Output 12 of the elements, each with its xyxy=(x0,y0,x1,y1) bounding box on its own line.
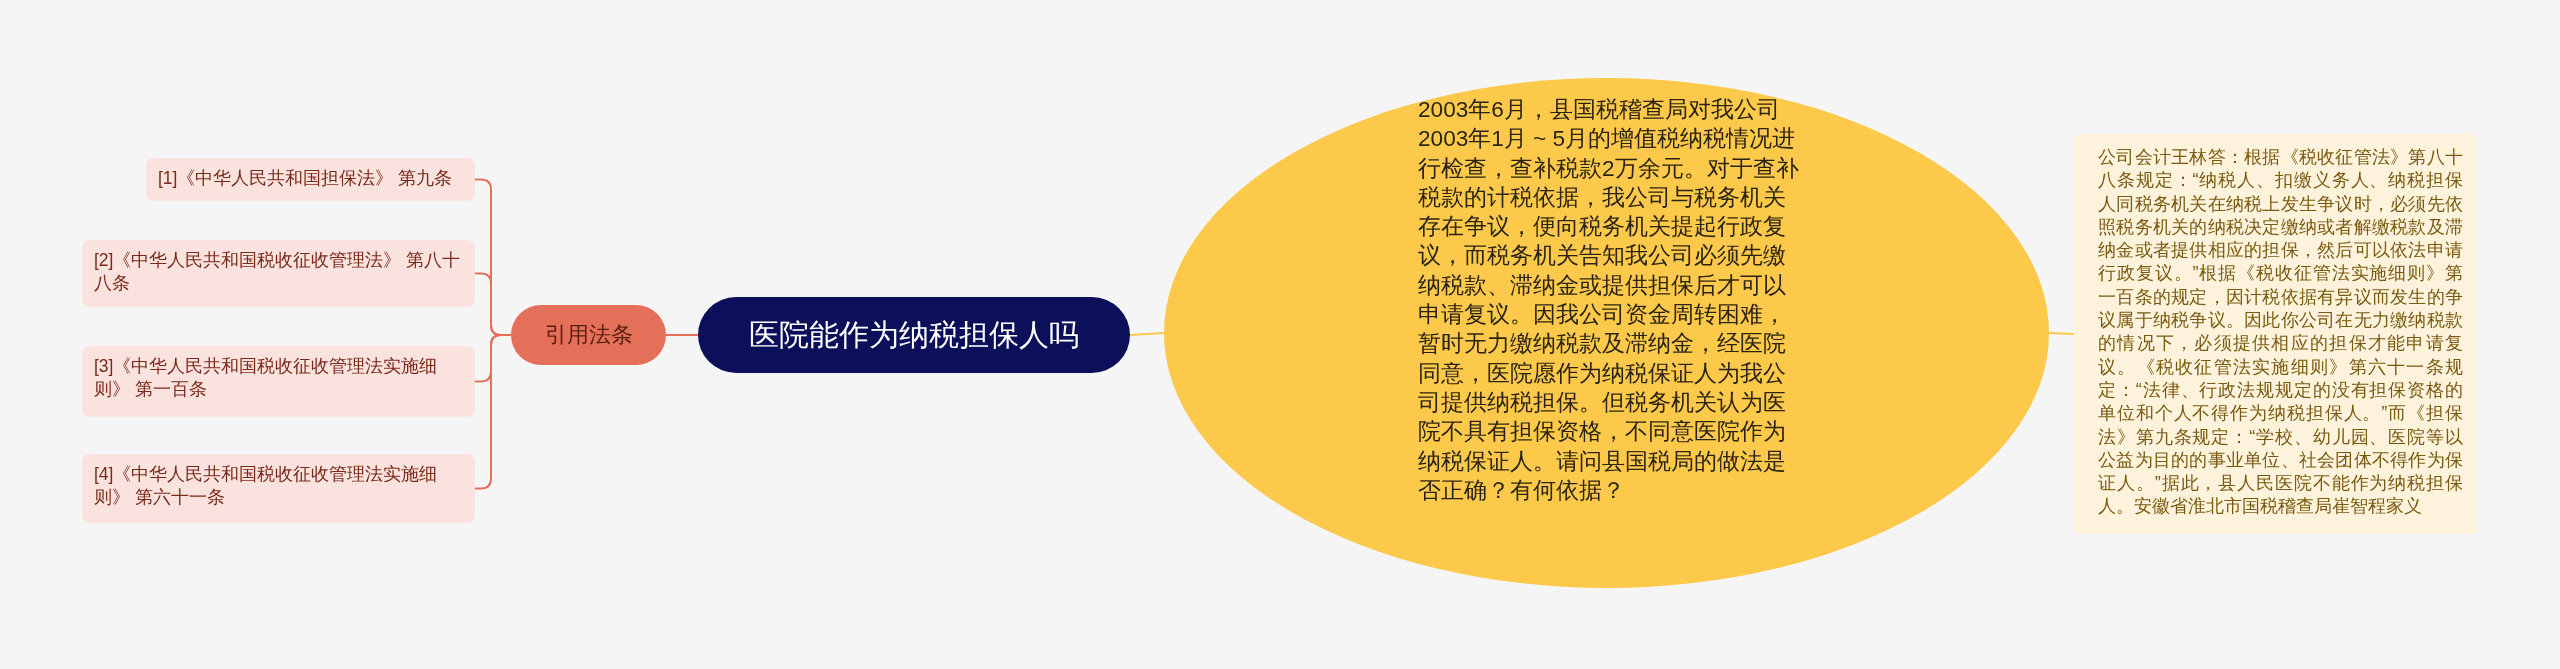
question-text: 2003年6月，县国税稽查局对我公司2003年1月 ~ 5月的增值税纳税情况进行检查，查补税款2万余元。对于查补税款的计税依据，我公司与税务机关存在争议，便向税务机关提起行政复议，而税务机关告知我公司必须先缴纳税款、滞纳金或提供担保后才可以申请复议。因我公司资金周转困难，暂时无力缴纳税款及滞纳金，经医院同意，医院愿作为纳税保证人为我公司提供纳税担保。但税务机关认为医院不具有担保资格，不同意医院作为纳税保证人。请问县国税局的做法是否正确？有何依据？ xyxy=(1418,96,1800,505)
connector-line xyxy=(665,334,699,336)
topic-ellipse xyxy=(1164,78,2049,588)
note-box: 公司会计王林答：根据《税收征管法》第八十八条规定：“纳税人、扣缴义务人、纳税担保人同税务机关在纳税上发生争议时，必须先依照税务机关的纳税决定缴纳或者解缴税款及滞纳金或者提供相应的担保，然后可以依法申请行政复议。”根据《税收征管法实施细则》第一百条的规定，因计税依据有异议而发生的争议属于纳税争议。因此你公司在无力缴纳税款的情况下，必须提供相应的担保才能申请复议。《税收征管法实施细则》第六十一条规定：“法律、行政法规规定的没有担保资格的单位和个人不得作为纳税担保人。”而《担保法》第九条规定：“学校、幼儿园、医院等以公益为目的的事业单位、社会团体不得作为保证人。”据此，县人民医院不能作为纳税担保人。安徽省淮北市国税稽查局崔智程家义 xyxy=(2074,134,2477,534)
citation-box: [4]《中华人民共和国税收征收管理法实施细则》 第六十一条 xyxy=(82,454,475,523)
citation-box: [1]《中华人民共和国担保法》 第九条 xyxy=(146,158,475,201)
citation-box: [3]《中华人民共和国税收征收管理法实施细则》 第一百条 xyxy=(82,346,475,417)
title-box: 医院能作为纳税担保人吗 xyxy=(698,297,1130,373)
category-box: 引用法条 xyxy=(511,305,666,365)
connector-line xyxy=(1129,332,1165,336)
citation-box: [2]《中华人民共和国税收征收管理法》 第八十八条 xyxy=(82,240,475,307)
connector-line xyxy=(2048,332,2075,335)
